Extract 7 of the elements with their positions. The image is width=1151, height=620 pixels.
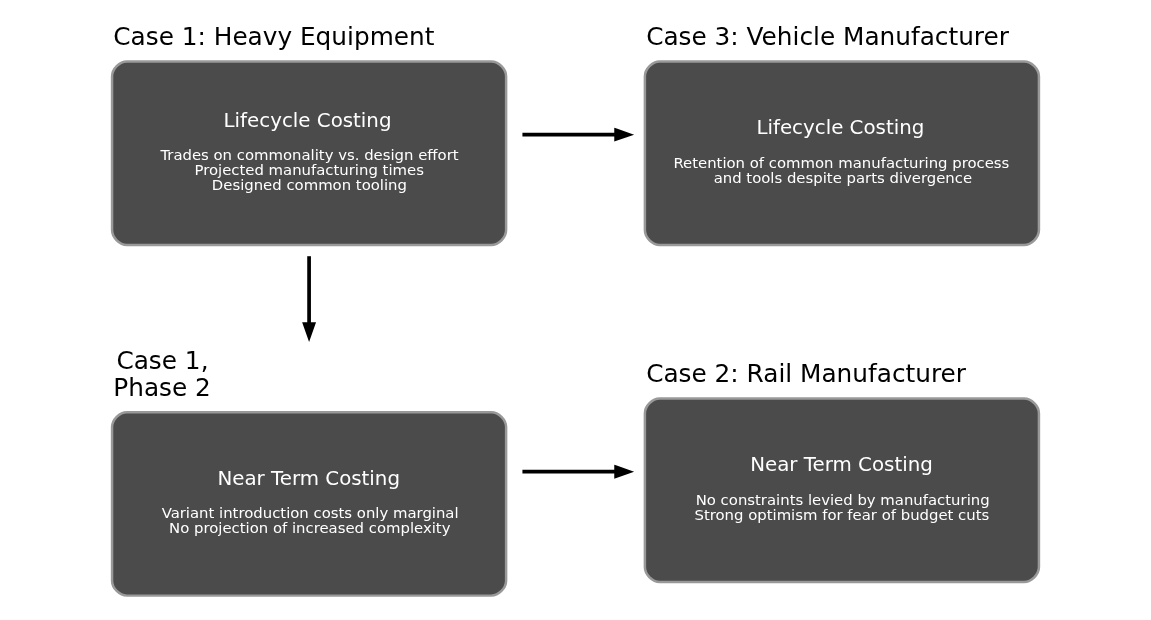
arrow xyxy=(522,127,635,142)
arrow xyxy=(522,464,635,479)
node-label: Case 1: Heavy Equipment xyxy=(113,22,435,52)
node-label: Case 2: Rail Manufacturer xyxy=(646,359,966,389)
arrow xyxy=(302,256,317,343)
node-label: Case 3: Vehicle Manufacturer xyxy=(646,22,1009,52)
node-label: Case 1, Phase 2 xyxy=(113,345,211,403)
